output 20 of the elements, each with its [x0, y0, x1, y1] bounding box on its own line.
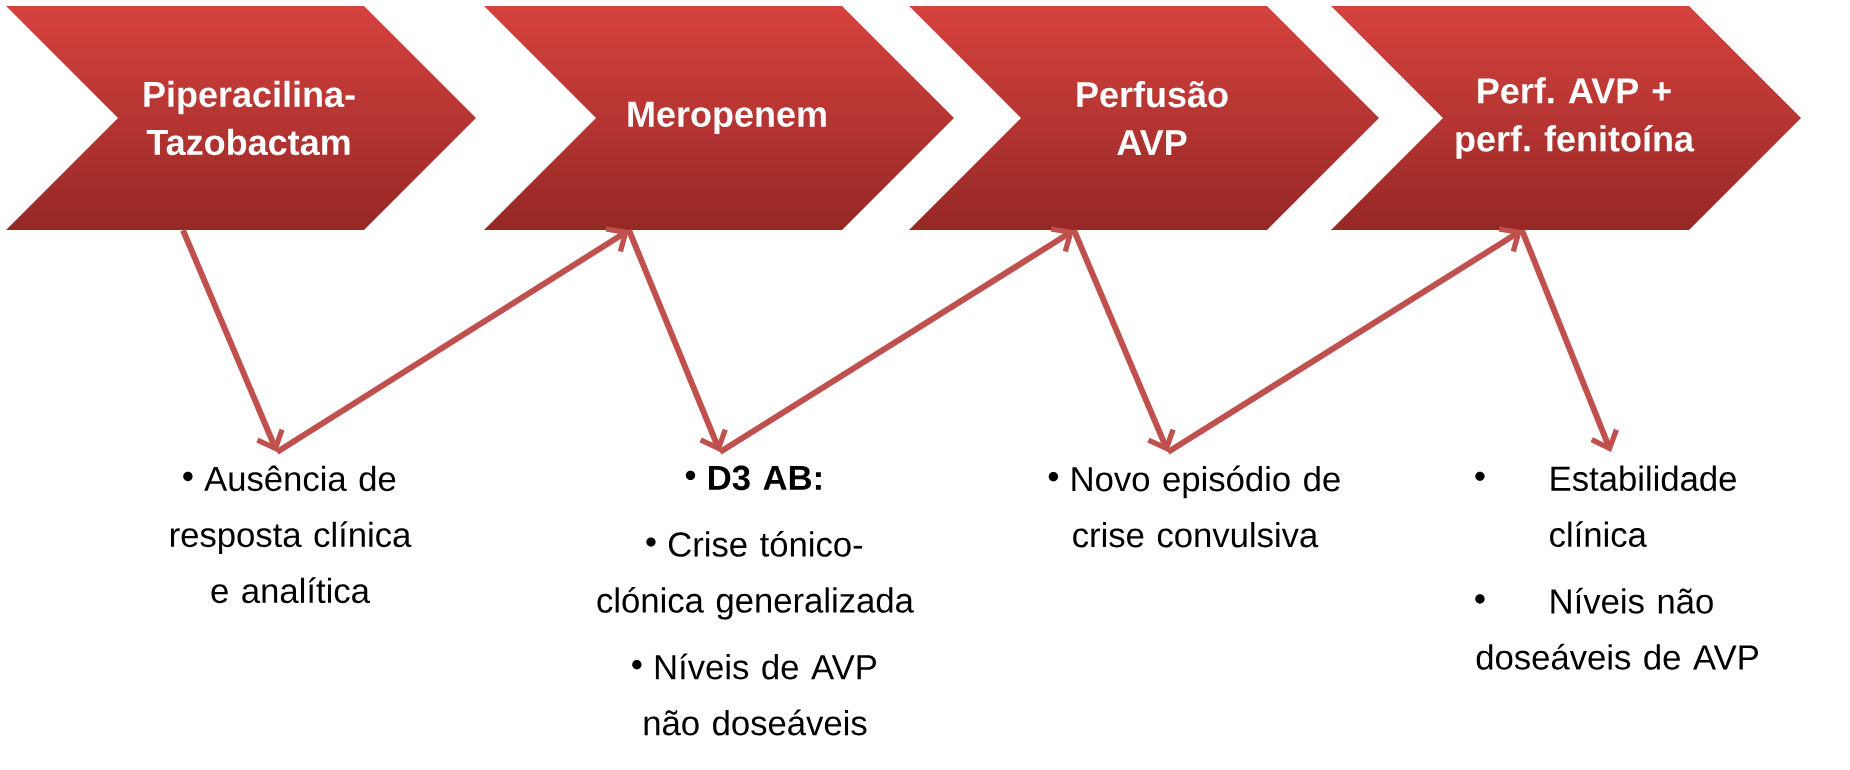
arrow [626, 229, 728, 452]
arrow [180, 229, 285, 452]
arrow [718, 226, 1074, 455]
arrow [1071, 229, 1176, 452]
bullet-list: Novo episódio de crise convulsiva [1048, 465, 1340, 548]
arrow [1519, 229, 1619, 452]
node-label: D3 AB: [709, 465, 821, 491]
bullet-list: D3 AB: Crise tónico-clónica generalizada Níveis de AVP não doseáveis [597, 465, 914, 736]
bullet-list: Estabilidade clínica Níveis não doseáveis de AVP [1475, 465, 1758, 670]
arrow [275, 226, 629, 455]
chevron-arrow: Perf. AVP + perf. fenitoína [1456, 77, 1695, 159]
chevron-arrow: Meropenem [628, 101, 826, 135]
node-label: Níveis de AVP não doseáveis [644, 653, 876, 736]
chevron-arrow: Perfusão AVP [1077, 80, 1228, 156]
bullet-list: Ausência de resposta clínica e analítica [170, 465, 412, 604]
node-label: Crise tónico-clónica generalizada [597, 530, 914, 620]
chevron-arrow: Piperacilina-Tazobactam [144, 80, 355, 156]
node-label: Níveis não doseáveis de AVP [1476, 587, 1758, 670]
node-label: Estabilidade clínica [1550, 465, 1736, 548]
arrow [1166, 226, 1522, 455]
